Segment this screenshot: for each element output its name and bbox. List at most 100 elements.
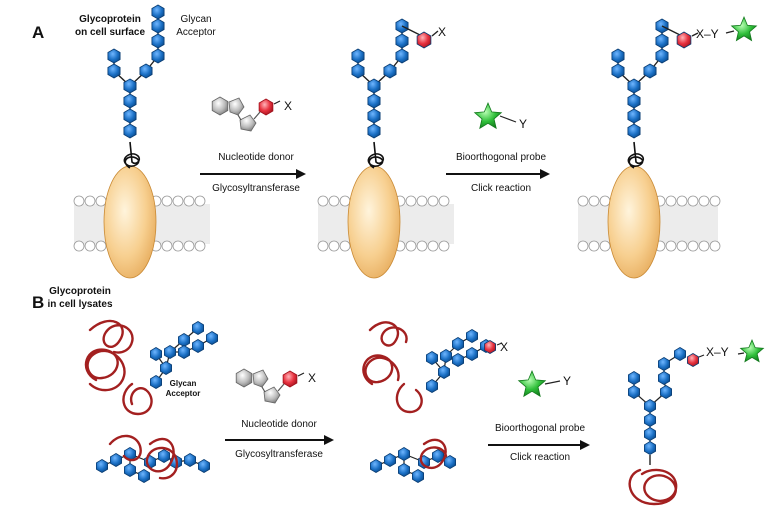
lipid-head-icon	[84, 240, 96, 252]
probe-b-linker	[544, 380, 561, 385]
glycan-tree-a1	[107, 4, 165, 139]
panel-a-title-line2: on cell surface	[75, 27, 145, 38]
lipid-head-icon	[73, 195, 85, 207]
protein-body	[103, 165, 157, 279]
donor-a-x-label: X	[284, 99, 292, 113]
green-star-icon	[517, 369, 547, 398]
hexagon-icon	[367, 93, 381, 109]
panel-b-acceptor-line1: Glycan	[170, 379, 197, 388]
lipid-head-icon	[328, 240, 340, 252]
hexagon-icon	[123, 78, 137, 94]
lipid-head-icon	[599, 195, 611, 207]
hexagon-icon	[177, 345, 191, 359]
bond-line	[698, 354, 705, 358]
hexagon-icon	[151, 18, 165, 34]
lipid-head-icon	[84, 195, 96, 207]
lipid-head-icon	[665, 240, 677, 252]
lipid-head-icon	[317, 195, 329, 207]
probe-a-attached	[730, 15, 758, 42]
lipid-head-icon	[676, 195, 688, 207]
hexagon-icon	[397, 463, 411, 477]
panel-a-acceptor-line2: Acceptor	[176, 27, 216, 38]
lipid-head-icon	[709, 240, 721, 252]
hexagon-icon	[439, 349, 453, 363]
hexagon-icon	[191, 321, 205, 335]
lipid-head-icon	[599, 240, 611, 252]
peptide-chain	[108, 434, 142, 462]
hexagon-icon	[411, 469, 425, 483]
lipid-head-icon	[194, 195, 206, 207]
lipid-head-icon	[698, 240, 710, 252]
glycan-tree-a3	[611, 18, 735, 139]
bond-line	[725, 30, 735, 34]
red-hexagon-icon	[416, 31, 432, 49]
lipid-head-icon	[161, 195, 173, 207]
hexagon-icon	[123, 108, 137, 124]
hexagon-icon	[367, 108, 381, 124]
panel-b-title-line2: in cell lysates	[47, 299, 112, 310]
hexagon-icon	[611, 48, 625, 64]
hexagon-icon	[151, 48, 165, 64]
hexagon-icon	[465, 347, 479, 361]
lipid-head-icon	[339, 240, 351, 252]
lipid-head-icon	[687, 240, 699, 252]
linker-squiggle	[367, 141, 385, 169]
red-hexagon-icon	[687, 353, 699, 367]
glycan-tree-b2	[425, 329, 503, 393]
hexagon-icon	[151, 33, 165, 49]
hexagon-icon	[351, 48, 365, 64]
hexagon-icon	[451, 353, 465, 367]
peptide-chain	[395, 382, 423, 414]
bond-line	[691, 32, 699, 37]
green-star-icon	[730, 15, 758, 42]
lipid-head-icon	[676, 240, 688, 252]
lipid-head-icon	[577, 240, 589, 252]
probe-a: Y	[473, 101, 527, 131]
glycan-chains	[96, 4, 745, 483]
lipid-head-icon	[427, 195, 439, 207]
membrane-protein	[347, 141, 401, 279]
lipid-head-icon	[405, 240, 417, 252]
lipid-head-icon	[416, 240, 428, 252]
membrane-protein	[607, 141, 661, 279]
red-hexagon-icon	[483, 340, 497, 354]
lipid-head-icon	[183, 195, 195, 207]
hexagon-icon	[183, 453, 197, 467]
hexagon-icon	[644, 413, 656, 427]
panel-b-title-line1: Glycoprotein	[49, 286, 111, 297]
hexagon-icon	[437, 365, 451, 379]
lipid-head-icon	[317, 240, 329, 252]
red-hexagon-icon	[676, 31, 692, 49]
step2-b-bottom-label: Click reaction	[510, 452, 570, 463]
peptide-chain	[145, 437, 179, 480]
probe-b-attached	[739, 338, 765, 363]
hexagon-icon	[149, 375, 163, 389]
hexagon-icon	[658, 357, 670, 371]
hexagon-icon	[96, 459, 108, 473]
step1-b-bottom-label: Glycosyltransferase	[235, 449, 323, 460]
hexagon-icon	[655, 33, 669, 49]
hexagon-icon	[159, 361, 173, 375]
lipid-head-icon	[73, 240, 85, 252]
hexagon-icon	[660, 385, 672, 399]
linker-squiggle	[627, 141, 645, 169]
lipid-head-icon	[194, 240, 206, 252]
lipid-head-icon	[416, 195, 428, 207]
hexagon-icon	[157, 449, 171, 463]
nucleotide-icon	[235, 368, 305, 404]
hexagon-icon	[658, 371, 670, 385]
peptide-chain	[368, 321, 408, 347]
protein-body	[607, 165, 661, 279]
hexagon-icon	[627, 123, 641, 139]
hexagon-icon	[107, 63, 121, 79]
hexagon-icon	[425, 351, 439, 365]
green-star-icon	[739, 338, 765, 363]
probe-a-linker	[499, 115, 517, 123]
membrane-protein	[103, 141, 157, 279]
peptide-chain	[419, 438, 448, 470]
glycan-tree-b1	[149, 321, 219, 389]
hexagon-icon	[367, 78, 381, 94]
peptide-chain	[122, 382, 153, 416]
hexagon-icon	[628, 385, 640, 399]
lipid-head-icon	[172, 195, 184, 207]
